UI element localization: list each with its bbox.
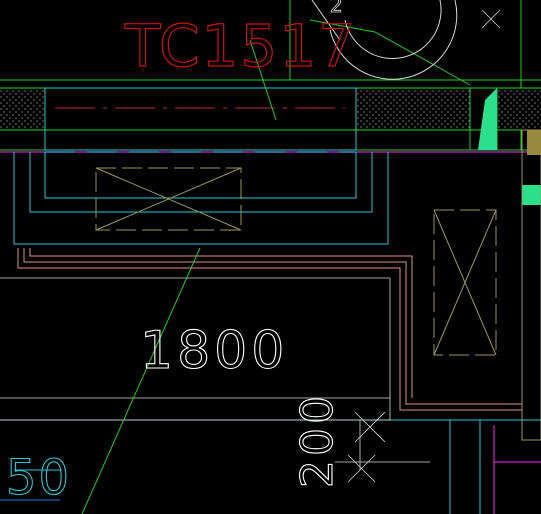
column-edge	[521, 129, 541, 441]
dimension-main: 1800	[140, 321, 288, 381]
dimension-side: 200	[292, 392, 343, 488]
crosshair-icon	[347, 9, 501, 483]
window-label-suffix: 2	[330, 0, 343, 17]
column-block	[527, 130, 541, 155]
dimension-lines	[0, 277, 430, 470]
fixture-symbol-icon	[95, 167, 497, 356]
column-fill	[478, 88, 497, 150]
leader-lines	[81, 19, 471, 514]
window-frame	[0, 87, 541, 514]
dimension-left: 50	[6, 450, 71, 506]
window-label: TC1517	[124, 12, 357, 80]
pipe-run	[17, 248, 522, 411]
wall-insulation	[0, 88, 541, 130]
column-fill-small	[522, 185, 541, 205]
door-swing-arc	[311, 0, 458, 80]
